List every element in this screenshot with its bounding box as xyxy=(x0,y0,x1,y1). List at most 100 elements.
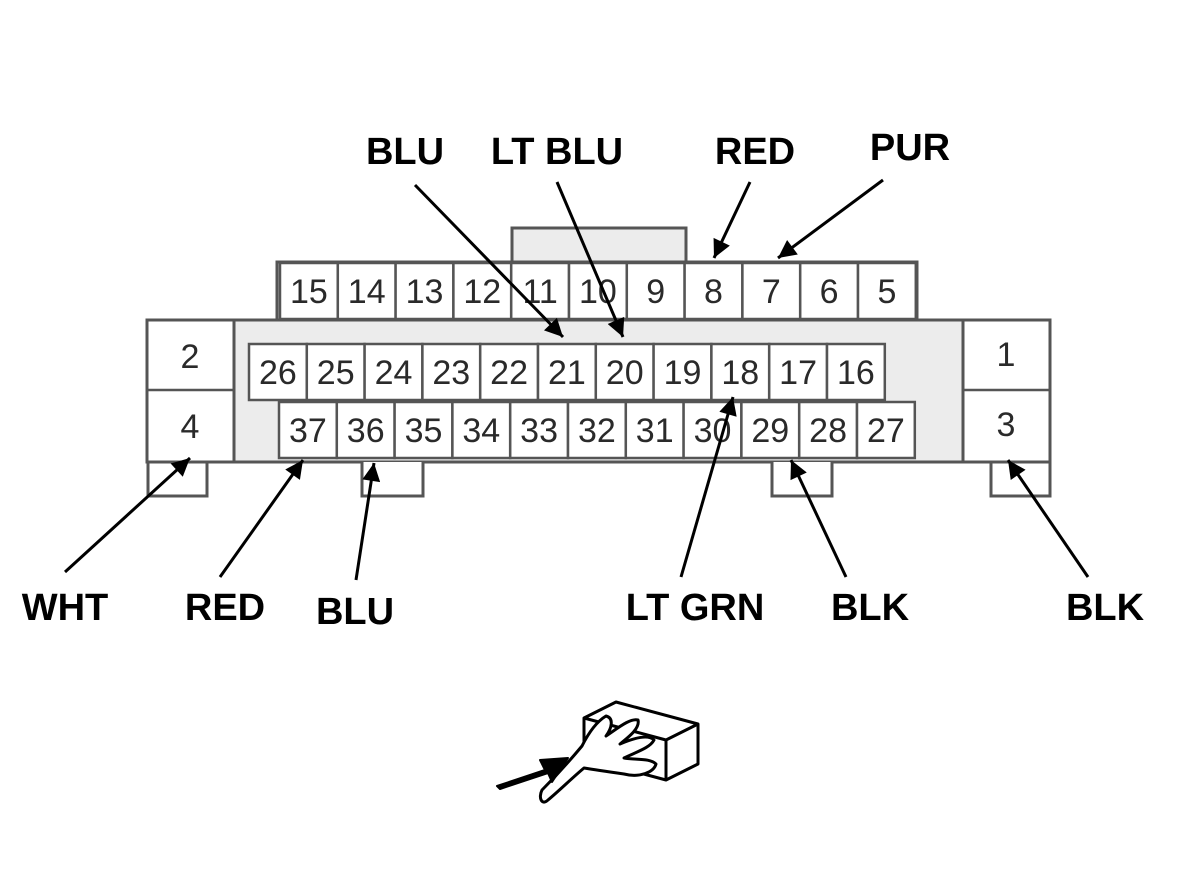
pin-number: 8 xyxy=(704,273,723,311)
pin-cavity xyxy=(624,400,685,460)
wire-label-ltblu-20: LT BLU xyxy=(491,131,623,173)
pin-number: 27 xyxy=(867,412,905,450)
pin-number: 21 xyxy=(548,354,586,392)
pin-number: 26 xyxy=(259,354,297,392)
pin-17: 17 xyxy=(767,342,829,402)
pin-3: 3 xyxy=(997,406,1016,444)
pin-number: 36 xyxy=(347,412,385,450)
pin-37: 37 xyxy=(277,400,339,460)
pin-number: 32 xyxy=(578,412,616,450)
leader-red-37 xyxy=(218,459,305,578)
leader-blk-29 xyxy=(789,459,848,578)
leader-blu-36 xyxy=(354,462,381,581)
pin-number: 28 xyxy=(809,412,847,450)
pin-10: 10 xyxy=(567,261,629,321)
wire-label-red-37: RED xyxy=(185,587,265,629)
wire-label-blu-21: BLU xyxy=(366,131,444,173)
leader-pur-7 xyxy=(777,178,884,260)
pin-number: 35 xyxy=(405,412,443,450)
pin-number: 11 xyxy=(522,273,557,311)
pin-number: 20 xyxy=(606,354,644,392)
pin-cavity xyxy=(740,400,801,460)
pin-12: 12 xyxy=(452,261,513,321)
pin-number: 25 xyxy=(317,354,355,392)
pin-number: 23 xyxy=(432,354,470,392)
pin-number: 9 xyxy=(646,273,665,311)
wire-label-ltgrn-30: LT GRN xyxy=(626,587,765,629)
pin-cavity xyxy=(710,342,771,402)
pin-cavity xyxy=(478,342,540,402)
pin-cavity xyxy=(825,342,887,402)
pin-21: 21 xyxy=(536,342,598,402)
leader-red-8 xyxy=(712,181,752,259)
pin-cavity xyxy=(652,342,713,402)
pin-6: 6 xyxy=(798,261,860,321)
pin-23: 23 xyxy=(421,342,482,402)
pin-7: 7 xyxy=(741,261,802,321)
pin-cavity xyxy=(567,261,629,321)
pin-number: 29 xyxy=(751,412,789,450)
pin-number: 12 xyxy=(463,273,501,311)
wire-label-red-8: RED xyxy=(715,131,795,173)
pin-number: 16 xyxy=(837,354,875,392)
pin-number: 30 xyxy=(694,412,732,450)
pin-number: 17 xyxy=(779,354,817,392)
pin-24: 24 xyxy=(363,342,424,402)
pin-cavity xyxy=(536,342,598,402)
pin-29: 29 xyxy=(740,400,801,460)
pin-cavity xyxy=(336,261,397,321)
leader-ltgrn-30 xyxy=(679,396,737,578)
leader-ltblu-20 xyxy=(555,181,625,338)
pin-cavity xyxy=(856,261,918,321)
pin-number: 7 xyxy=(762,273,781,311)
pin-36: 36 xyxy=(335,400,396,460)
pin-number: 24 xyxy=(375,354,413,392)
pin-27: 27 xyxy=(855,400,917,460)
pin-34: 34 xyxy=(451,400,512,460)
pin-number: 34 xyxy=(462,412,500,450)
pin-number: 15 xyxy=(290,273,328,311)
pin-2: 2 xyxy=(181,338,200,376)
wire-label-blk-29: BLK xyxy=(831,587,910,629)
pin-28: 28 xyxy=(797,400,859,460)
pin-number: 6 xyxy=(820,273,839,311)
leader-lines xyxy=(63,178,1090,581)
leader-wht-4 xyxy=(63,456,192,574)
pin-11: 11 xyxy=(509,261,571,321)
pin-32: 32 xyxy=(566,400,628,460)
wire-label-wht-4: WHT xyxy=(22,587,109,629)
leader-blu-21 xyxy=(413,183,565,339)
pin-8: 8 xyxy=(683,261,744,321)
wire-label-blu-36: BLU xyxy=(316,591,394,633)
pin-cavity xyxy=(305,342,366,402)
pin-15: 15 xyxy=(278,261,340,321)
pin-16: 16 xyxy=(825,342,887,402)
pin-18: 18 xyxy=(710,342,771,402)
pin-4: 4 xyxy=(181,408,200,446)
pin-cavity xyxy=(508,400,570,460)
pin-1: 1 xyxy=(997,336,1016,374)
pin-number: 5 xyxy=(877,273,896,311)
pin-9: 9 xyxy=(625,261,686,321)
pin-5: 5 xyxy=(856,261,918,321)
pin-cavity xyxy=(566,400,628,460)
pin-number: 37 xyxy=(289,412,327,450)
pin-20: 20 xyxy=(594,342,655,402)
pin-cavity xyxy=(278,261,340,321)
pin-35: 35 xyxy=(393,400,454,460)
pin-19: 19 xyxy=(652,342,713,402)
pin-14: 14 xyxy=(336,261,397,321)
pin-13: 13 xyxy=(394,261,455,321)
pin-number: 13 xyxy=(406,273,444,311)
pin-33: 33 xyxy=(508,400,570,460)
pin-25: 25 xyxy=(305,342,366,402)
hand-pushing-connector-icon xyxy=(496,700,700,804)
pin-31: 31 xyxy=(624,400,685,460)
pin-cavity xyxy=(797,400,859,460)
pin-number: 19 xyxy=(664,354,702,392)
pin-cavity xyxy=(767,342,829,402)
